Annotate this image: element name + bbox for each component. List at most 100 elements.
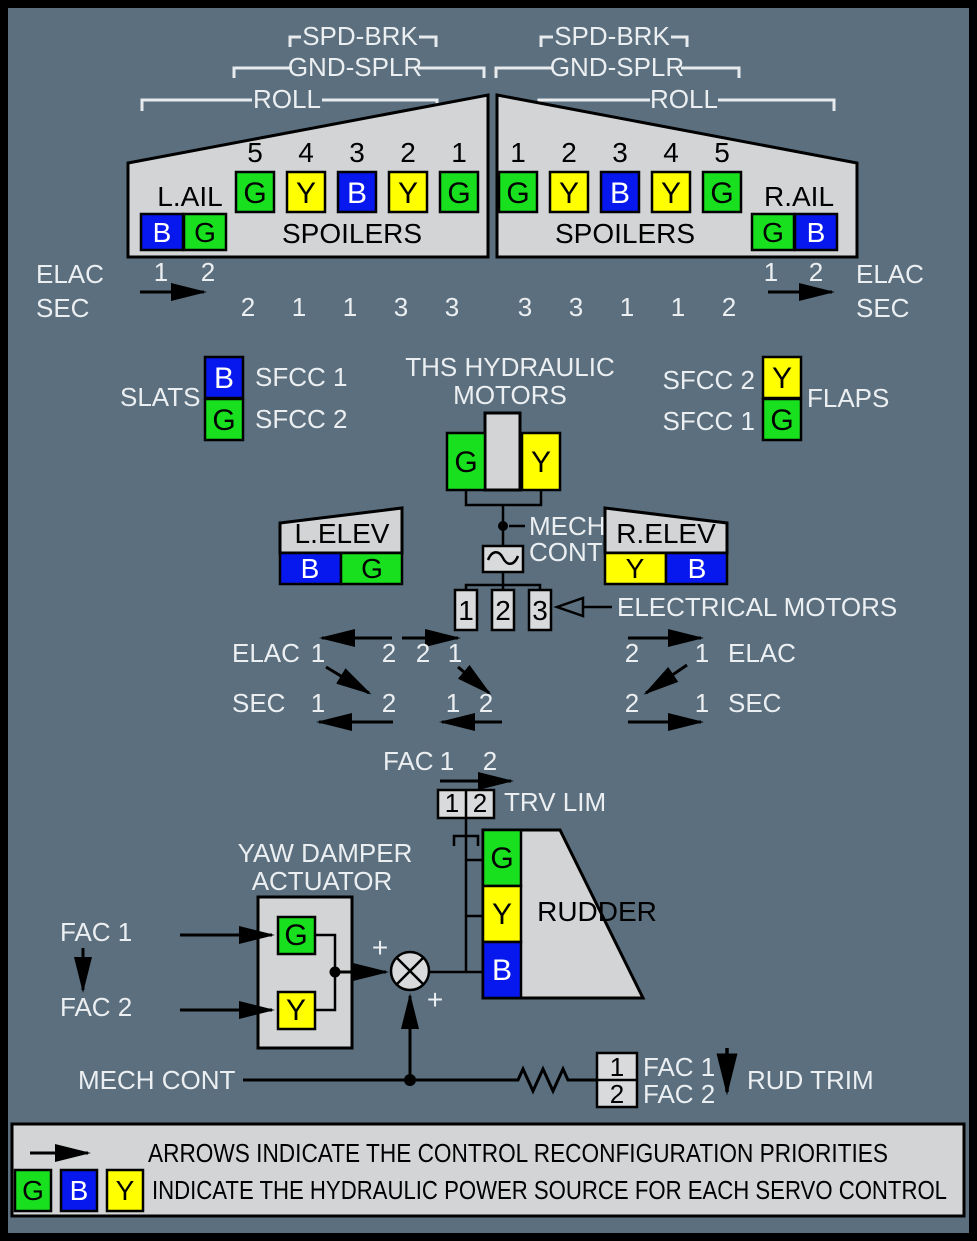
hydraulic-source-letter: G (194, 217, 216, 248)
hydraulic-source-letter: Y (116, 1175, 135, 1206)
junction-dot (404, 1074, 416, 1086)
trv-lim-cell: 1 (445, 788, 459, 818)
gnd-splr-label-left: GND-SPLR (288, 52, 422, 82)
spoilers-label-left: SPOILERS (282, 218, 422, 249)
junction-dot (329, 966, 341, 978)
spoiler-number: 3 (349, 137, 365, 168)
yaw-damper-group: YAW DAMPER ACTUATOR G Y FAC 1 FAC 2 (60, 838, 413, 1050)
spoiler-source-box (438, 170, 480, 214)
fac1-label: FAC 1 (643, 1052, 715, 1082)
sfcc-label: SFCC 1 (663, 406, 755, 436)
left-wing-computers: ELAC 1 2 SEC 2 1 1 3 3 (36, 257, 459, 323)
sec-number: 1 (695, 688, 709, 718)
spoiler-source-box (387, 170, 429, 214)
yaw-damper-title-line1: YAW DAMPER (238, 838, 413, 868)
hydraulic-source-letter: G (284, 919, 307, 952)
hydraulic-source-letter: Y (661, 177, 681, 210)
slats-label: SLATS (120, 382, 200, 412)
slats-group: SLATS B G SFCC 1 SFCC 2 (120, 355, 347, 442)
roll-label-left: ROLL (253, 84, 321, 114)
hydraulic-source-letter: B (610, 177, 630, 210)
plus-sign: + (372, 932, 388, 963)
flaps-source-box (761, 397, 803, 442)
spoiler-number: 3 (612, 137, 628, 168)
spoiler-source-box (285, 170, 327, 214)
spoiler-source-box (701, 170, 743, 214)
sfcc-label: SFCC 2 (255, 404, 347, 434)
hydraulic-source-letter: G (490, 842, 513, 875)
hydraulic-source-letter: B (688, 553, 707, 584)
elac-number: 2 (625, 638, 639, 668)
sfcc-label: SFCC 2 (663, 365, 755, 395)
sec-label: SEC (856, 293, 909, 323)
elac-number: 1 (695, 638, 709, 668)
elevator-priorities-center: 2 1 1 2 (402, 629, 502, 731)
flaps-group: SFCC 2 SFCC 1 Y G FLAPS (663, 355, 889, 442)
yaw-damper-source-box (276, 990, 317, 1031)
gnd-splr-label-right: GND-SPLR (550, 52, 684, 82)
aileron-source-box (182, 212, 228, 252)
fac2-label: FAC 2 (60, 992, 132, 1022)
trv-lim-cell: 2 (473, 788, 487, 818)
rudder-source-box (481, 884, 523, 944)
elac-label: ELAC (728, 638, 796, 668)
fac2-label: FAC 2 (643, 1079, 715, 1109)
aileron-source-box (793, 212, 839, 252)
spoiler-number: 5 (247, 137, 263, 168)
spoiler-source-box (234, 170, 276, 214)
hydraulic-source-letter: B (347, 177, 367, 210)
summing-junction-group: + + (372, 932, 483, 1080)
trv-lim-label: TRV LIM (504, 787, 606, 817)
ths-source-box (520, 431, 562, 492)
gnd-splr-bracket-right (494, 66, 741, 78)
fac-number: 2 (483, 746, 497, 776)
hydraulic-source-letter: B (492, 954, 512, 987)
hydraulic-source-letter: Y (492, 898, 512, 931)
spoiler-source-box (548, 170, 590, 214)
ths-group: THS HYDRAULIC MOTORS G Y MECH CONT (405, 352, 615, 590)
rudder-source-box (481, 940, 523, 1000)
elevator-priorities-right: 2 1 ELAC 2 1 SEC (625, 629, 796, 731)
spd-brk-bracket-left (288, 35, 438, 47)
ths-title-line2: MOTORS (453, 380, 567, 410)
elac-label: ELAC (856, 259, 924, 289)
hydraulic-source-letter: Y (296, 177, 316, 210)
electrical-motors-label: ELECTRICAL MOTORS (617, 592, 897, 622)
sine-wave-icon (486, 551, 520, 565)
legend-sources-text: INDICATE THE HYDRAULIC POWER SOURCE FOR … (152, 1175, 947, 1205)
right-wing-brackets: SPD-BRK GND-SPLR ROLL (494, 21, 836, 114)
junction-dot (498, 521, 508, 531)
right-aileron-label: R.AIL (764, 181, 834, 212)
elac-number: 2 (382, 638, 396, 668)
right-wing: 1 2 3 4 5 G Y B Y G R.AIL G B SPOILERS (495, 93, 859, 259)
sec-label: SEC (232, 688, 285, 718)
rudder-label: RUDDER (537, 896, 657, 927)
spoiler-number: 1 (451, 137, 467, 168)
ths-source-box (445, 431, 487, 492)
spoiler-number: 5 (714, 137, 730, 168)
hydraulic-source-letter: G (770, 404, 793, 437)
left-aileron-label: L.AIL (157, 181, 222, 212)
elac-label: ELAC (232, 638, 300, 668)
ths-title-line1: THS HYDRAULIC (405, 352, 614, 382)
sec-label: SEC (728, 688, 781, 718)
hydraulic-source-letter: Y (772, 362, 792, 395)
plus-sign: + (427, 984, 443, 1015)
hydraulic-source-letter: G (22, 1175, 44, 1206)
hydraulic-source-letter: G (447, 177, 470, 210)
right-wing-computers: 3 3 1 1 2 1 2 ELAC SEC (518, 257, 924, 323)
spd-brk-label-left: SPD-BRK (302, 21, 418, 51)
hydraulic-source-letter: G (212, 404, 235, 437)
electrical-motor-box (453, 588, 479, 632)
spoiler-number: 2 (400, 137, 416, 168)
spoiler-number: 2 (561, 137, 577, 168)
sec-number: 3 (394, 292, 408, 322)
mech-cont-line1: MECH (529, 511, 606, 541)
priority-arrow-diagonal (643, 663, 688, 695)
legend-source-box (59, 1168, 99, 1213)
electrical-motor-box (527, 588, 553, 632)
gnd-splr-bracket-left (232, 66, 486, 78)
legend: ARROWS INDICATE THE CONTROL RECONFIGURAT… (10, 1122, 966, 1218)
left-wing: 5 4 3 2 1 G Y B Y G L.AIL B G SPOILERS (126, 93, 490, 259)
